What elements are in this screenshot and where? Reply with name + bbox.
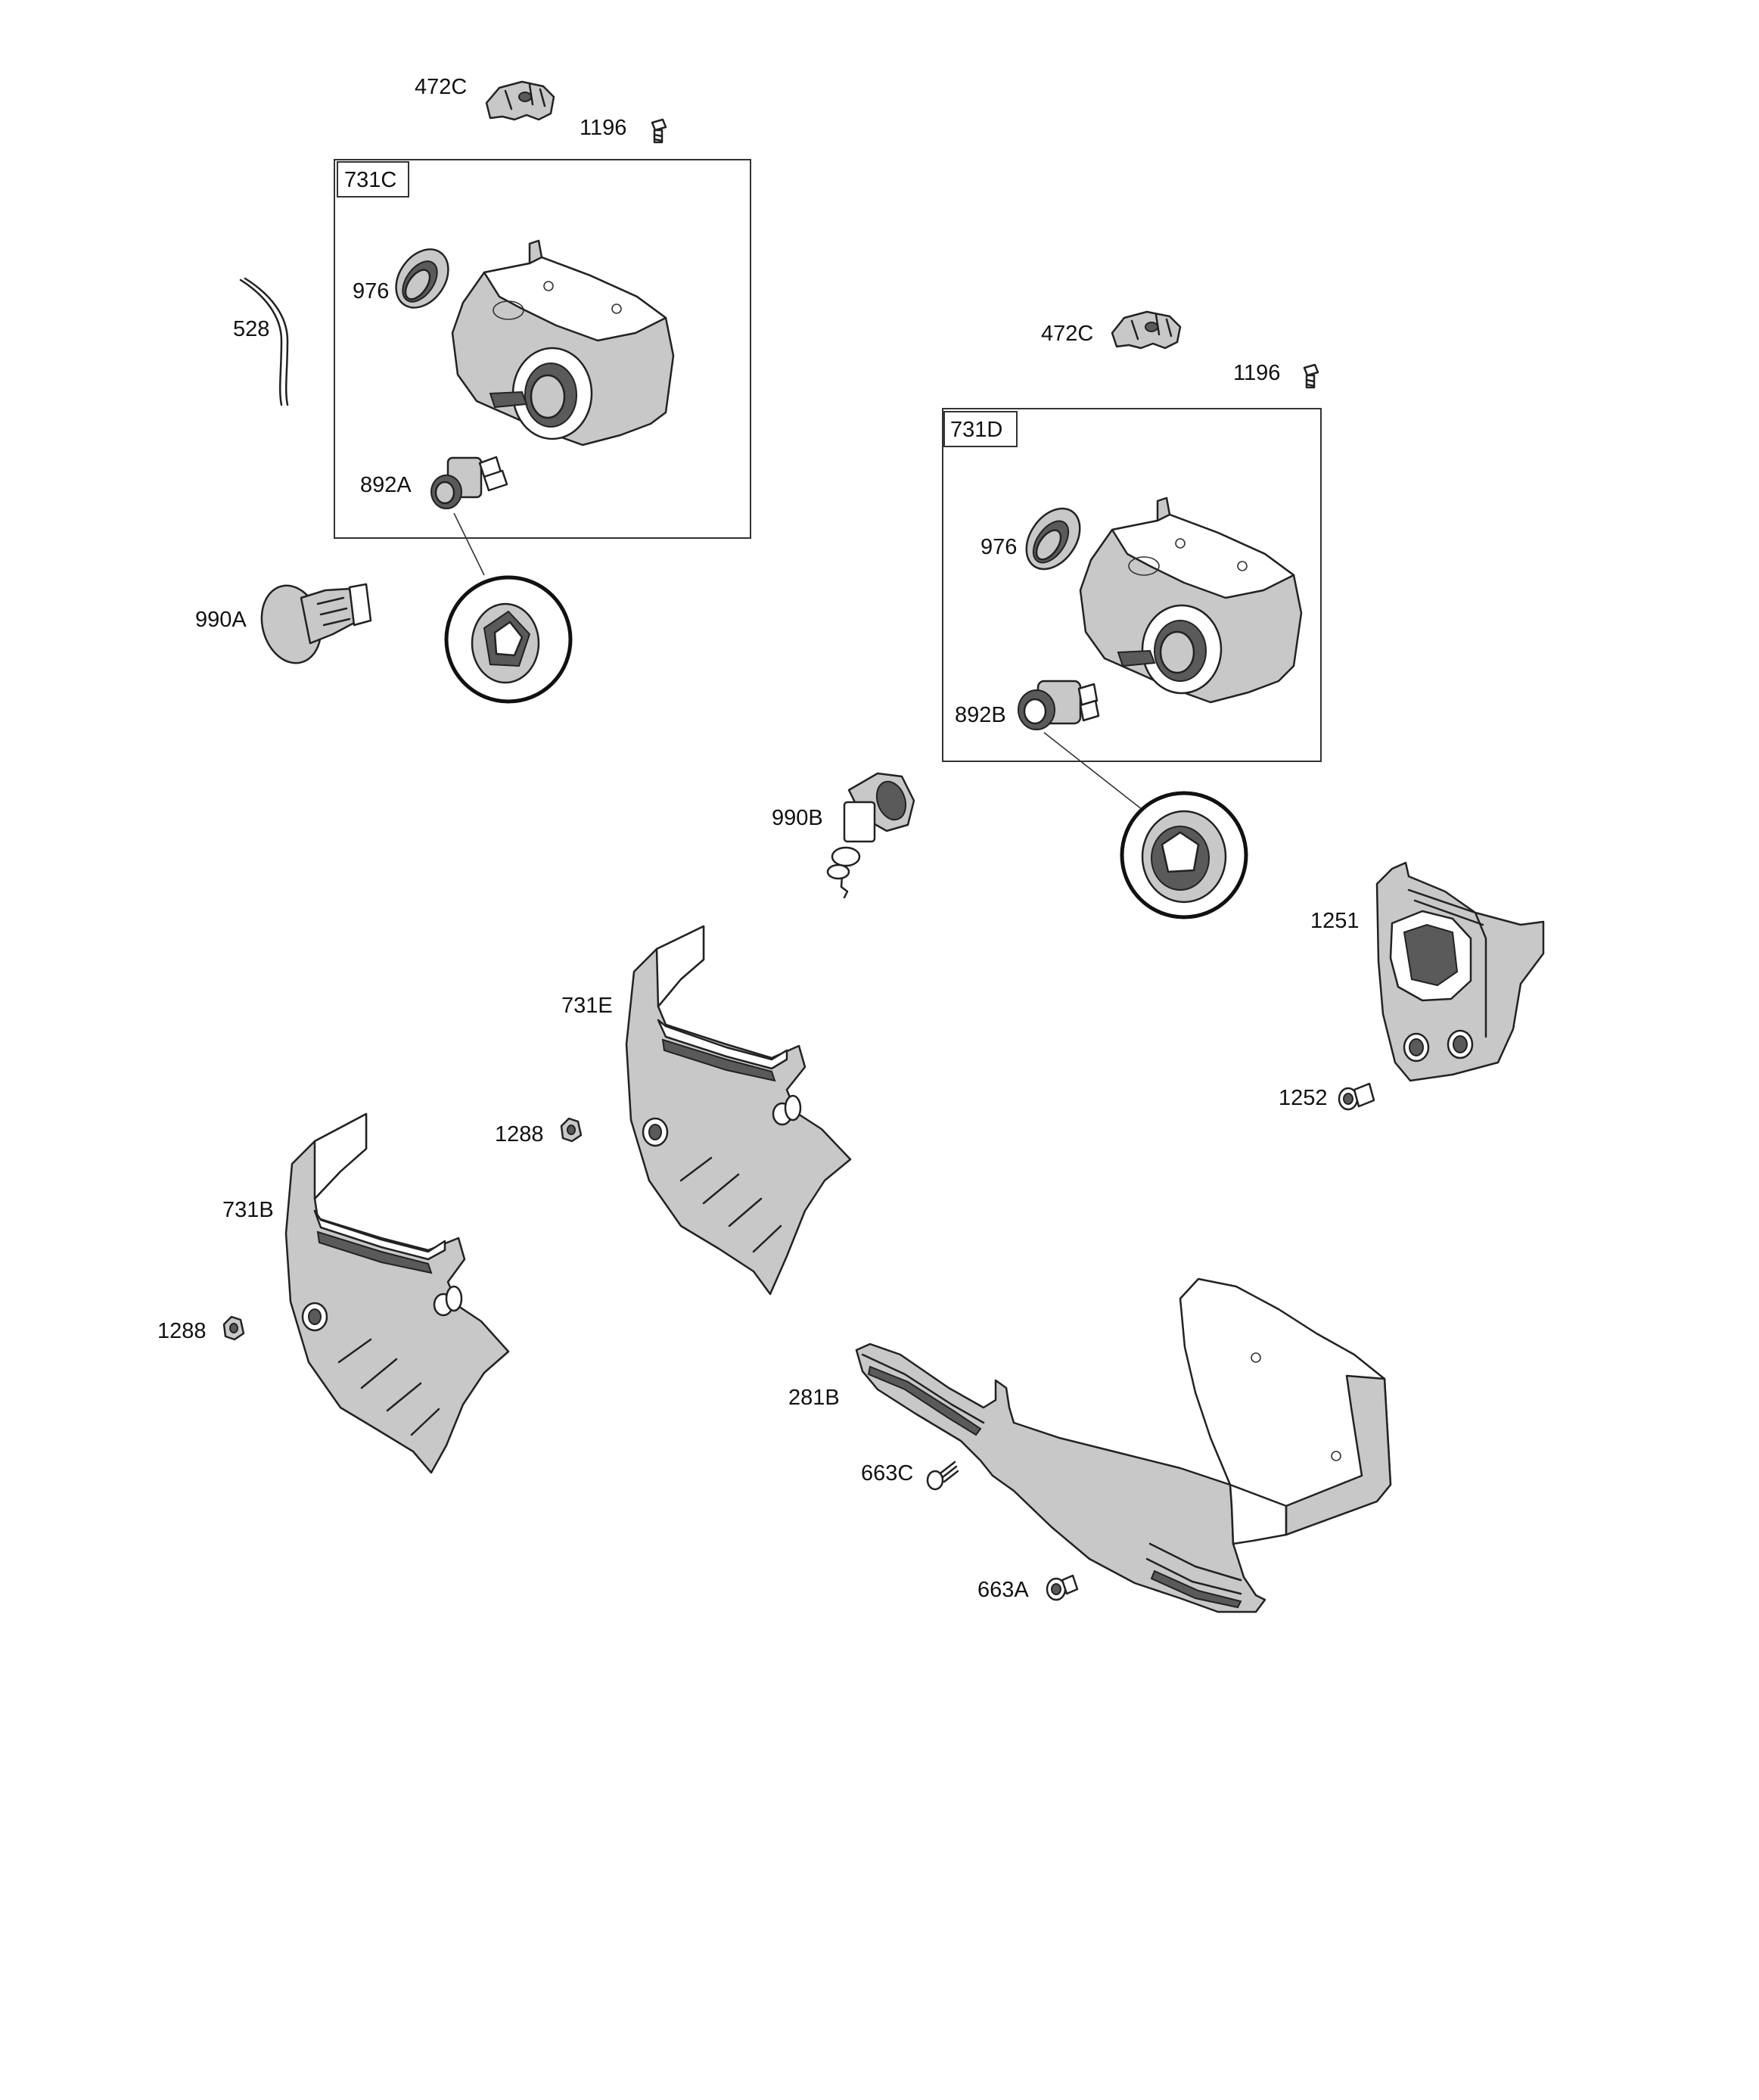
screw-1196-b-icon (1303, 363, 1319, 389)
callout-663a: 663A (977, 1578, 1029, 1602)
callout-1252: 1252 (1279, 1086, 1328, 1110)
callout-663c: 663C (861, 1461, 913, 1486)
callout-1251: 1251 (1310, 909, 1360, 933)
control-panel-731c-icon (451, 239, 675, 446)
knob-472c-b-icon (1111, 310, 1182, 350)
screw-1196-icon (651, 118, 667, 144)
callout-731d-box (943, 411, 1018, 447)
grommet-976-b-icon (1025, 507, 1081, 571)
push-switch-892a-icon (430, 456, 508, 509)
callout-976: 976 (353, 279, 389, 303)
callout-731b: 731B (222, 1198, 274, 1222)
callout-892b: 892B (955, 703, 1006, 727)
callout-472c-b: 472C (1041, 322, 1093, 346)
primer-bulb-990a-icon (260, 583, 372, 664)
grommet-976-icon (395, 248, 449, 309)
callout-528: 528 (233, 317, 269, 341)
callout-1288-b: 1288 (157, 1319, 207, 1343)
detail-circle-892b (1120, 791, 1248, 919)
screw-663c-icon (926, 1461, 959, 1491)
nut-1288-b-icon (222, 1315, 245, 1341)
leader-892a (453, 512, 485, 576)
callout-731c: 731C (344, 168, 396, 192)
knob-472c-icon (485, 80, 555, 121)
group-box-731c (334, 159, 751, 539)
base-shroud-281b-icon (855, 1277, 1392, 1613)
detail-circle-892a (444, 575, 573, 704)
callout-1288: 1288 (495, 1122, 544, 1146)
callout-1196: 1196 (580, 116, 626, 140)
nut-1288-a-icon (560, 1117, 583, 1143)
callout-990b: 990B (772, 806, 823, 830)
bracket-1251-icon (1375, 861, 1545, 1082)
callout-281b: 281B (788, 1386, 840, 1410)
wire-rod-528-icon (239, 277, 289, 406)
callout-731e: 731E (561, 994, 613, 1018)
ignition-key-990b-icon (826, 772, 915, 899)
control-panel-731d-icon (1079, 496, 1303, 704)
callout-731d: 731D (950, 418, 1002, 442)
callout-1196-b: 1196 (1233, 361, 1280, 385)
group-box-731d (942, 408, 1322, 762)
callout-731c-box (337, 161, 409, 198)
callout-976-b: 976 (981, 535, 1017, 559)
callout-990a: 990A (195, 608, 247, 632)
screw-1252-icon (1338, 1082, 1375, 1111)
screw-663a-icon (1046, 1574, 1079, 1601)
callout-472c: 472C (415, 75, 467, 99)
shroud-731e-icon (625, 925, 852, 1296)
key-switch-892b-icon (1018, 680, 1100, 730)
leader-892b (1043, 732, 1143, 810)
shroud-731b-icon (284, 1112, 510, 1474)
callout-892a: 892A (360, 473, 412, 497)
